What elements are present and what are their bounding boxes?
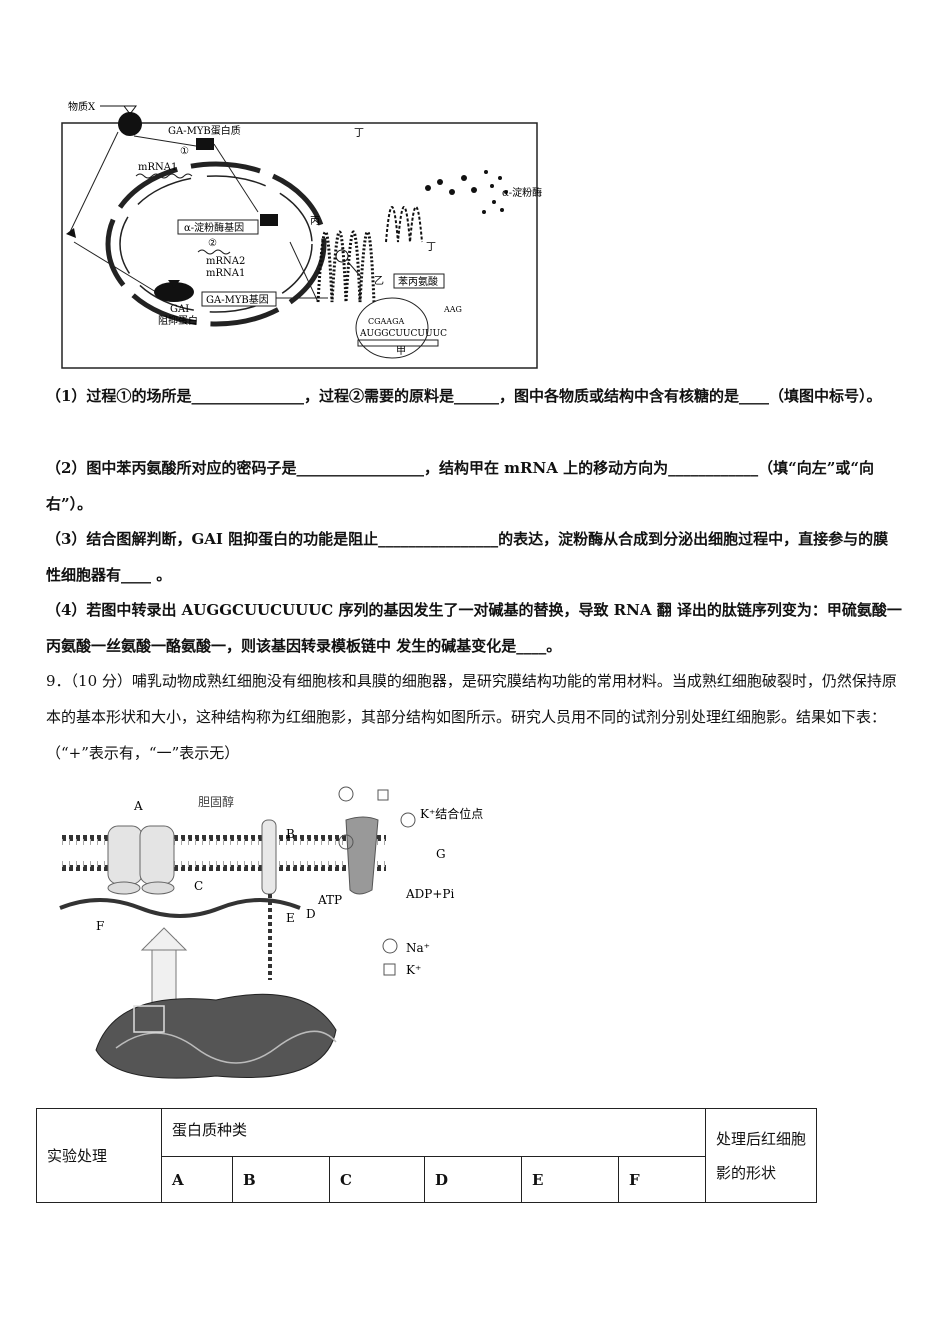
ding-label-top: 丁 bbox=[354, 128, 364, 139]
label-b: B bbox=[286, 827, 295, 841]
gai-repressor-shape bbox=[154, 282, 194, 302]
phospholipid-bilayer bbox=[62, 835, 386, 871]
mrna1-wave bbox=[135, 173, 193, 179]
signal-arrow bbox=[66, 228, 76, 238]
ga-myb-protein-label: GA-MYB蛋白质 bbox=[168, 124, 241, 137]
protein-e-cell: E bbox=[521, 1156, 619, 1203]
rough-er bbox=[316, 230, 376, 303]
label-k: K⁺ bbox=[406, 963, 421, 977]
substance-x-label: 物质X bbox=[68, 100, 96, 113]
label-a: A bbox=[133, 799, 143, 813]
gene-expression-figure: 物质X GA-MYB蛋白质 ① mRNA1 α-淀粉酶基因 ② mRNA2 mR… bbox=[61, 100, 542, 369]
ding-label: 丁 bbox=[426, 242, 436, 253]
spectrin-network bbox=[59, 898, 301, 918]
secretory-vesicles bbox=[425, 170, 508, 214]
alpha-amylase-label: α-淀粉酶 bbox=[502, 186, 542, 199]
mrna-sequence-label: AUGGCUUCUUUC bbox=[359, 329, 447, 339]
ga-myb-bound-shape bbox=[260, 214, 278, 226]
ga-myb-protein-shape bbox=[196, 138, 214, 150]
yi-label: 乙 bbox=[374, 275, 384, 287]
bing-label: 丙 bbox=[310, 216, 320, 227]
step1-label: ① bbox=[180, 146, 189, 157]
red-blood-cell bbox=[95, 993, 337, 1079]
label-cholesterol: 胆固醇 bbox=[198, 794, 234, 809]
label-k-site: K⁺结合位点 bbox=[420, 806, 483, 821]
protein-a-cell: A bbox=[161, 1156, 233, 1203]
mrna1-mid-label: mRNA1 bbox=[206, 268, 245, 279]
label-adp: ADP+Pi bbox=[405, 887, 454, 901]
label-d: D bbox=[306, 907, 316, 921]
k-legend-icon bbox=[383, 963, 396, 976]
protein-b-cell: B bbox=[232, 1156, 330, 1203]
protein-d-cell: D bbox=[424, 1156, 522, 1203]
golgi bbox=[385, 206, 423, 243]
protein-f-cell: F bbox=[618, 1156, 706, 1203]
label-e: E bbox=[286, 911, 295, 925]
label-na: Na⁺ bbox=[406, 941, 430, 955]
substance-x-marker bbox=[123, 105, 137, 115]
mrna2-label: mRNA2 bbox=[206, 256, 245, 267]
jia-label: 甲 bbox=[396, 346, 406, 357]
protein-c-cell: C bbox=[329, 1156, 425, 1203]
question-4: （4）若图中转录出 AUGGCUUCUUUC 序列的基因发生了一对碱基的替换，导… bbox=[46, 601, 902, 655]
protein-g-pump bbox=[345, 816, 379, 895]
step2-label: ② bbox=[208, 238, 217, 249]
question-3: （3）结合图解判断，GAI 阻抑蛋白的功能是阻止________________… bbox=[46, 530, 889, 584]
nuclear-envelope-inner bbox=[119, 175, 313, 313]
cgaaga-label: CGAAGA bbox=[368, 317, 404, 326]
protein-b bbox=[261, 819, 277, 895]
gai-label: GAI bbox=[170, 304, 189, 315]
label-g: G bbox=[436, 847, 446, 861]
label-c: C bbox=[194, 879, 203, 893]
gai-repressor-label: 阻抑蛋白 bbox=[158, 314, 198, 327]
question-9-text: 9．（10 分）哺乳动物成熟红细胞没有细胞核和具膜的细胞器，是研究膜结构功能的常… bbox=[46, 672, 897, 762]
mrna1-top-label: mRNA1 bbox=[138, 162, 177, 173]
ribosome bbox=[355, 297, 429, 359]
question-1: （1）过程①的场所是_______________，过程②需要的原料是_____… bbox=[46, 387, 882, 405]
label-f: F bbox=[96, 919, 104, 933]
results-table: 实验处理 蛋白质种类 处理后红细胞影的形状 A B C D E F bbox=[36, 1108, 817, 1203]
aag-label: AAG bbox=[443, 305, 462, 314]
phenylalanine-label: 苯丙氨酸 bbox=[398, 275, 438, 288]
phenylalanine-box bbox=[393, 273, 445, 289]
cell-boundary bbox=[61, 122, 538, 369]
protein-a-right bbox=[139, 825, 175, 885]
label-atp: ATP bbox=[317, 893, 342, 907]
question-2: （2）图中苯丙氨酸所对应的密码子是_________________，结构甲在 … bbox=[46, 459, 874, 513]
rbc-membrane-figure: A 胆固醇 B K⁺结合位点 G C ATP ADP+Pi D E F Na⁺ … bbox=[59, 786, 483, 1079]
header-treatment: 实验处理 bbox=[36, 1108, 162, 1203]
amylase-gene-box bbox=[177, 219, 259, 235]
ga-myb-gene-box bbox=[201, 291, 277, 307]
header-protein: 蛋白质种类 bbox=[161, 1108, 706, 1157]
amylase-gene-label: α-淀粉酶基因 bbox=[184, 221, 244, 234]
nuclear-envelope-outer bbox=[105, 161, 327, 327]
header-shape: 处理后红细胞影的形状 bbox=[705, 1108, 817, 1203]
protein-a-left bbox=[107, 825, 143, 885]
ga-myb-gene-label: GA-MYB基因 bbox=[206, 293, 269, 306]
receptor-blob bbox=[118, 112, 142, 136]
na-legend-icon bbox=[382, 938, 398, 954]
